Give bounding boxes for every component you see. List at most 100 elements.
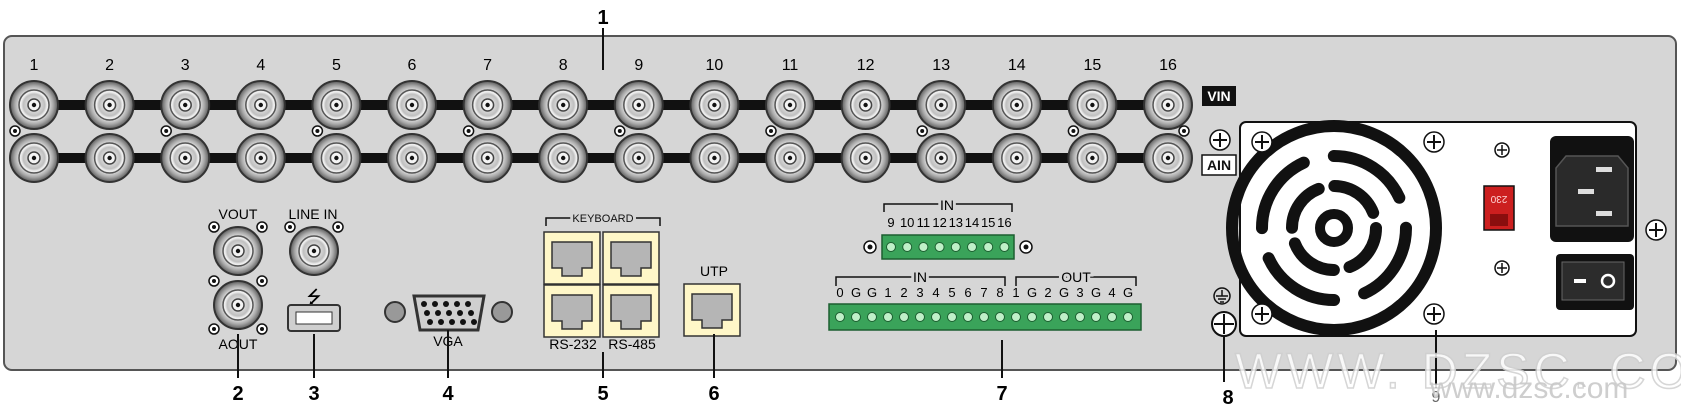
aux-screw-8 — [332, 221, 344, 233]
alarm-lower-hole-2 — [851, 312, 861, 322]
callout-8: 8 — [1222, 387, 1233, 408]
alarm-lower-hole-7 — [931, 312, 941, 322]
audio-in-bnc-2[interactable] — [84, 133, 135, 183]
audio-in-bnc-15[interactable] — [1067, 133, 1118, 183]
alarm-lower-hole-18 — [1107, 312, 1117, 322]
vga-pin — [471, 319, 477, 325]
bnc-screw-15 — [1067, 125, 1080, 137]
vga-pin — [438, 319, 444, 325]
utp-port[interactable] — [683, 283, 741, 337]
usb-port-inner — [295, 311, 333, 325]
rs232-port[interactable] — [543, 284, 601, 338]
vout-bnc[interactable] — [213, 226, 263, 276]
alarm-lower-pin-8: 5 — [948, 285, 955, 300]
channel-number-13: 13 — [932, 57, 950, 74]
video-in-bnc-6[interactable] — [387, 80, 437, 130]
callout-2: 2 — [232, 383, 243, 405]
vin-strip — [20, 100, 1170, 110]
alarm-upper-pin-13: 13 — [949, 215, 963, 230]
alarm-upper-pin-11: 11 — [917, 215, 931, 230]
fan-screw-br — [1423, 303, 1445, 325]
channel-number-16: 16 — [1159, 57, 1177, 74]
rs485-port[interactable] — [602, 284, 660, 338]
audio-in-bnc-1[interactable] — [9, 133, 59, 183]
alarm-lower-pin-14: 2 — [1044, 285, 1051, 300]
audio-in-bnc-3[interactable] — [160, 133, 211, 183]
alarm-lower-hole-4 — [883, 312, 893, 322]
video-in-bnc-10[interactable] — [689, 80, 740, 130]
audio-in-bnc-6[interactable] — [387, 133, 437, 183]
psu-small-screw-2 — [1494, 260, 1510, 276]
video-in-bnc-16[interactable] — [1143, 80, 1193, 130]
video-in-bnc-1[interactable] — [9, 80, 59, 130]
video-in-bnc-14[interactable] — [991, 80, 1042, 130]
audio-in-bnc-9[interactable] — [613, 133, 664, 183]
channel-number-6: 6 — [408, 57, 417, 74]
alarm-lower-hole-5 — [899, 312, 909, 322]
audio-in-bnc-5[interactable] — [311, 133, 362, 183]
video-in-bnc-9[interactable] — [613, 80, 664, 130]
video-in-bnc-7[interactable] — [462, 80, 513, 130]
inlet-pin-top — [1596, 167, 1612, 172]
alarm-lower-pin-12: 1 — [1012, 285, 1019, 300]
vga-pin — [457, 310, 463, 316]
audio-in-bnc-14[interactable] — [991, 133, 1042, 183]
bnc-screw-13 — [916, 125, 928, 137]
alarm-lower-pin-17: G — [1091, 285, 1101, 300]
bnc-screw-5 — [311, 125, 324, 137]
aux-screw-7 — [284, 221, 296, 233]
aux-screw-4 — [256, 275, 268, 287]
alarm-lower-hole-17 — [1091, 312, 1101, 322]
rs485-label: RS-485 — [608, 336, 656, 352]
alarm-upper-screw-right — [1019, 240, 1033, 254]
alarm-lower-hole-15 — [1059, 312, 1069, 322]
alarm-lower-pin-15: G — [1059, 285, 1069, 300]
line-in-bnc[interactable] — [289, 226, 339, 276]
alarm-upper-terminal — [881, 234, 1015, 260]
alarm-lower-pin-3: G — [867, 285, 877, 300]
alarm-lower-hole-6 — [915, 312, 925, 322]
video-in-bnc-12[interactable] — [840, 80, 891, 130]
bnc-screw-end — [1178, 125, 1190, 137]
callout-7: 7 — [996, 383, 1007, 405]
aux-screw-3 — [208, 275, 220, 287]
audio-in-bnc-8[interactable] — [538, 133, 589, 183]
alarm-lower-hole-12 — [1011, 312, 1021, 322]
channel-number-10: 10 — [706, 57, 724, 74]
fan-screw-bl — [1251, 303, 1273, 325]
video-in-bnc-8[interactable] — [538, 80, 589, 130]
video-in-bnc-13[interactable] — [916, 80, 967, 130]
audio-in-bnc-16[interactable] — [1143, 133, 1193, 183]
video-in-bnc-3[interactable] — [160, 80, 211, 130]
video-in-bnc-5[interactable] — [311, 80, 362, 130]
audio-in-bnc-11[interactable] — [765, 133, 815, 183]
vout-label: VOUT — [219, 206, 258, 222]
audio-in-bnc-4[interactable] — [235, 133, 286, 183]
psu-screw-right — [1645, 219, 1667, 241]
audio-in-bnc-13[interactable] — [916, 133, 967, 183]
ground-icon — [1213, 287, 1231, 305]
video-in-bnc-15[interactable] — [1067, 80, 1118, 130]
video-in-bnc-4[interactable] — [235, 80, 286, 130]
aux-screw-1 — [208, 221, 220, 233]
vin-label: VIN — [1207, 88, 1230, 104]
alarm-upper-hole-11 — [918, 242, 929, 252]
alarm-upper-pin-9: 9 — [887, 215, 894, 230]
audio-in-bnc-10[interactable] — [689, 133, 740, 183]
alarm-lower-pin-10: 7 — [980, 285, 987, 300]
audio-in-bnc-12[interactable] — [840, 133, 891, 183]
video-in-bnc-11[interactable] — [765, 80, 815, 130]
fan-screw-tl — [1251, 131, 1273, 153]
power-switch-on-mark — [1574, 279, 1586, 283]
aout-bnc[interactable] — [213, 280, 263, 330]
keyboard-port-1[interactable] — [543, 231, 601, 285]
alarm-upper-pin-14: 14 — [965, 215, 979, 230]
alarm-upper-screw-left — [863, 240, 877, 254]
video-in-bnc-2[interactable] — [84, 80, 135, 130]
callout-9: 9 — [1432, 389, 1441, 406]
keyboard-port-2[interactable] — [602, 231, 660, 285]
audio-in-bnc-7[interactable] — [462, 133, 513, 183]
alarm-upper-hole-16 — [999, 242, 1010, 252]
psu-screw-top-left — [1209, 129, 1231, 151]
